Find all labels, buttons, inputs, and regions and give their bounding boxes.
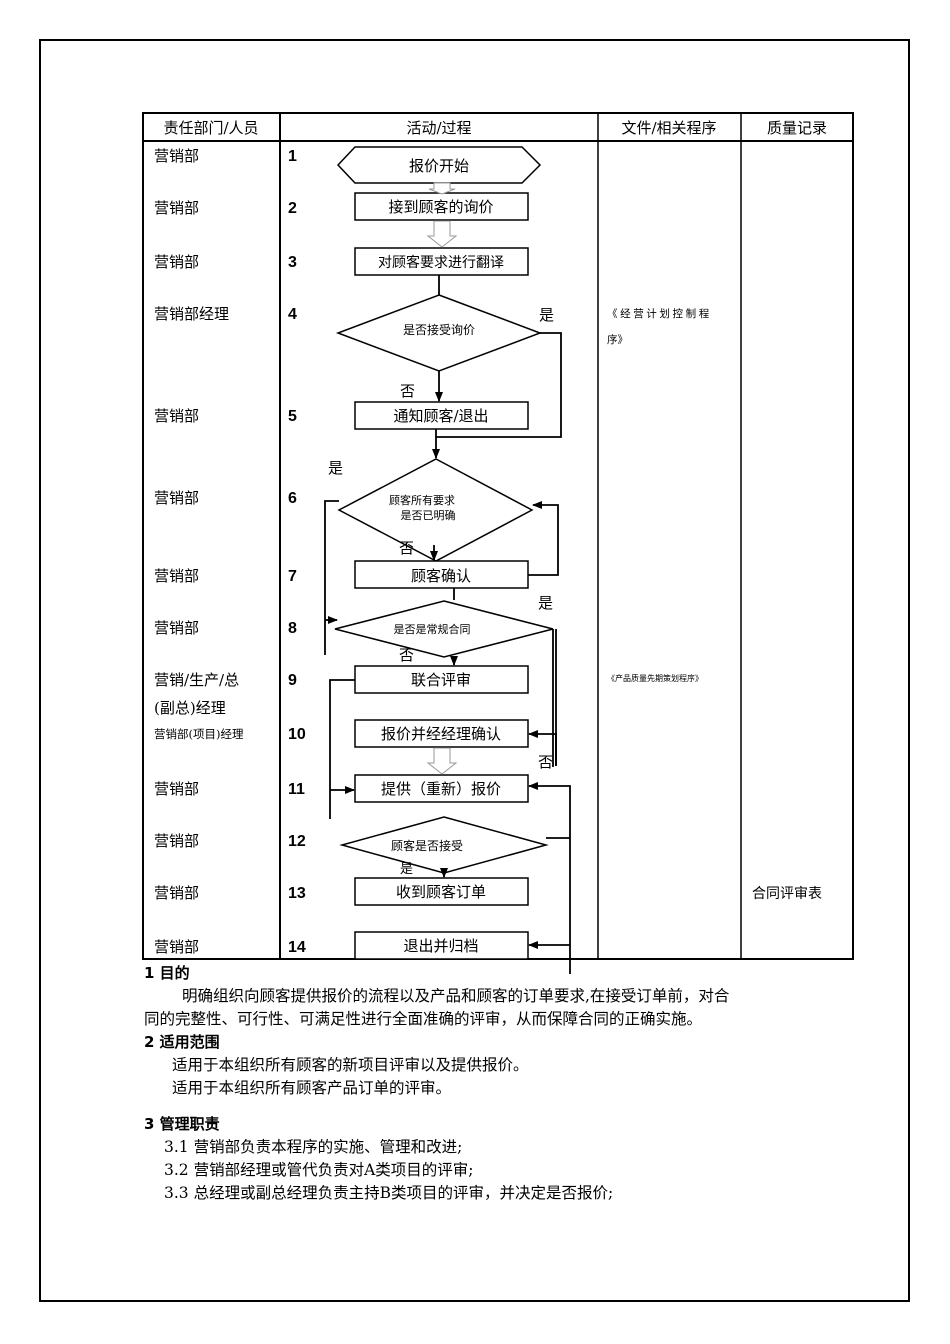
section-3-title: 3 管理职责 <box>144 1115 220 1133</box>
process-node-9 <box>354 665 529 694</box>
dept-5: 营销部 <box>154 407 199 425</box>
section-3-line2: 3.2 营销部经理或管代负责对A类项目的评审; <box>164 1161 474 1179</box>
dept-10: 营销部(项目)经理 <box>154 727 244 741</box>
step-number-5: 5 <box>288 408 297 425</box>
dept-8: 营销部 <box>154 619 199 637</box>
node-labels: 报价开始 接到顾客的询价 对顾客要求进行翻译 是否接受询价 通知顾客/退出 顾客… <box>378 157 504 955</box>
section-responsibility: 3 管理职责 3.1 营销部负责本程序的实施、管理和改进; 3.2 营销部经理或… <box>144 1113 874 1205</box>
step-numbers: 1 2 3 4 5 6 7 8 9 10 11 12 13 14 <box>288 148 306 956</box>
record-contract-review: 合同评审表 <box>752 886 822 902</box>
branch-yes-6: 是 <box>328 459 343 477</box>
branch-no-6: 否 <box>399 539 414 557</box>
process-node-3 <box>354 247 529 276</box>
section-3-line3: 3.3 总经理或副总经理负责主持B类项目的评审，并决定是否报价; <box>164 1184 614 1202</box>
branch-yes-4: 是 <box>539 306 554 324</box>
label-step-14: 退出并归档 <box>403 937 478 955</box>
label-step-3: 对顾客要求进行翻译 <box>378 254 504 271</box>
label-step-4: 是否接受询价 <box>403 322 475 337</box>
step-number-4: 4 <box>288 306 297 323</box>
step-number-6: 6 <box>288 490 297 507</box>
dept-13: 营销部 <box>154 884 199 902</box>
section-scope: 2 适用范围 适用于本组织所有顾客的新项目评审以及提供报价。 适用于本组织所有顾… <box>144 1031 874 1100</box>
start-node <box>336 146 542 184</box>
dept-4: 营销部经理 <box>154 305 229 323</box>
dept-9-line2: (副总)经理 <box>154 699 226 717</box>
step-number-8: 8 <box>288 620 297 637</box>
step-number-11: 11 <box>288 781 305 798</box>
branch-no-8: 否 <box>399 646 414 664</box>
section-3-line1: 3.1 营销部负责本程序的实施、管理和改进; <box>164 1138 463 1156</box>
hollow-arrow-2 <box>426 220 458 248</box>
dept-6: 营销部 <box>154 489 199 507</box>
decision-node-8 <box>334 600 554 658</box>
step-number-9: 9 <box>288 672 297 689</box>
hollow-arrow-1 <box>428 182 456 195</box>
section-2-title: 2 适用范围 <box>144 1033 220 1051</box>
flow-shapes <box>334 146 554 960</box>
label-step-8: 是否是常规合同 <box>394 622 471 636</box>
label-step-6-line2: 是否已明确 <box>401 509 456 522</box>
label-step-11: 提供（重新）报价 <box>381 780 501 798</box>
label-step-13: 收到顾客订单 <box>396 883 486 901</box>
hollow-arrow-10 <box>426 747 458 775</box>
hollow-arrows <box>426 182 458 775</box>
step-number-2: 2 <box>288 200 297 217</box>
header-record: 质量记录 <box>767 119 827 137</box>
dept-3: 营销部 <box>154 253 199 271</box>
dept-1: 营销部 <box>154 147 199 165</box>
dept-14: 营销部 <box>154 938 199 956</box>
section-2-line1: 适用于本组织所有顾客的新项目评审以及提供报价。 <box>172 1056 529 1074</box>
label-step-5: 通知顾客/退出 <box>393 407 488 425</box>
dept-column: 营销部 营销部 营销部 营销部经理 营销部 营销部 营销部 营销部 营销/生产/… <box>154 147 244 956</box>
dept-2: 营销部 <box>154 199 199 217</box>
doc-plan-control-line2: 序》 <box>607 333 628 346</box>
label-step-2: 接到顾客的询价 <box>388 198 493 216</box>
section-2-line2: 适用于本组织所有顾客产品订单的评审。 <box>172 1079 452 1097</box>
section-1-para-line2: 同的完整性、可行性、可满足性进行全面准确的评审，从而保障合同的正确实施。 <box>144 1010 703 1028</box>
step-number-1: 1 <box>288 148 297 165</box>
branch-labels: 是 否 是 否 是 否 否 是 <box>328 306 554 877</box>
header-dept: 责任部门/人员 <box>163 119 258 137</box>
dept-7: 营销部 <box>154 567 199 585</box>
document-column: 《经营计划控制程 序》 《产品质量先期策划程序》 合同评审表 <box>607 307 822 902</box>
branch-no-4: 否 <box>400 382 415 400</box>
step-number-10: 10 <box>288 726 306 743</box>
page-border <box>39 39 910 1302</box>
flow-connectors <box>324 275 571 974</box>
process-node-11 <box>354 774 529 803</box>
label-step-10: 报价并经经理确认 <box>381 725 501 743</box>
dept-9-line1: 营销/生产/总 <box>154 671 239 689</box>
section-1-title: 1 目的 <box>144 964 190 982</box>
branch-yes-8: 是 <box>538 594 553 612</box>
label-step-7: 顾客确认 <box>411 567 471 585</box>
section-purpose: 1 目的 明确组织向顾客提供报价的流程以及产品和顾客的订单要求,在接受订单前，对… <box>144 962 874 1031</box>
branch-no-10: 否 <box>538 753 553 771</box>
step-number-7: 7 <box>288 568 297 585</box>
step-number-14: 14 <box>288 939 306 956</box>
step-number-12: 12 <box>288 833 306 850</box>
header-activity: 活动/过程 <box>406 119 471 137</box>
label-step-9: 联合评审 <box>411 671 471 689</box>
dept-11: 营销部 <box>154 780 199 798</box>
label-step-6-line1: 顾客所有要求 <box>389 493 455 507</box>
branch-yes-12: 是 <box>400 862 413 877</box>
header-document: 文件/相关程序 <box>621 119 716 137</box>
table-header: 责任部门/人员 活动/过程 文件/相关程序 质量记录 <box>163 119 827 137</box>
process-node-5 <box>354 401 529 430</box>
process-node-13 <box>354 877 529 906</box>
step-number-3: 3 <box>288 254 297 271</box>
label-start: 报价开始 <box>409 157 469 175</box>
process-node-7 <box>354 560 529 589</box>
step-number-13: 13 <box>288 885 306 902</box>
dept-12: 营销部 <box>154 832 199 850</box>
label-step-12: 顾客是否接受 <box>391 838 463 853</box>
section-1-para-line1: 明确组织向顾客提供报价的流程以及产品和顾客的订单要求,在接受订单前，对合 <box>182 987 730 1005</box>
doc-plan-control-line1: 《经营计划控制程 <box>607 307 712 320</box>
process-node-10 <box>354 719 529 748</box>
doc-apqp: 《产品质量先期策划程序》 <box>607 673 703 683</box>
